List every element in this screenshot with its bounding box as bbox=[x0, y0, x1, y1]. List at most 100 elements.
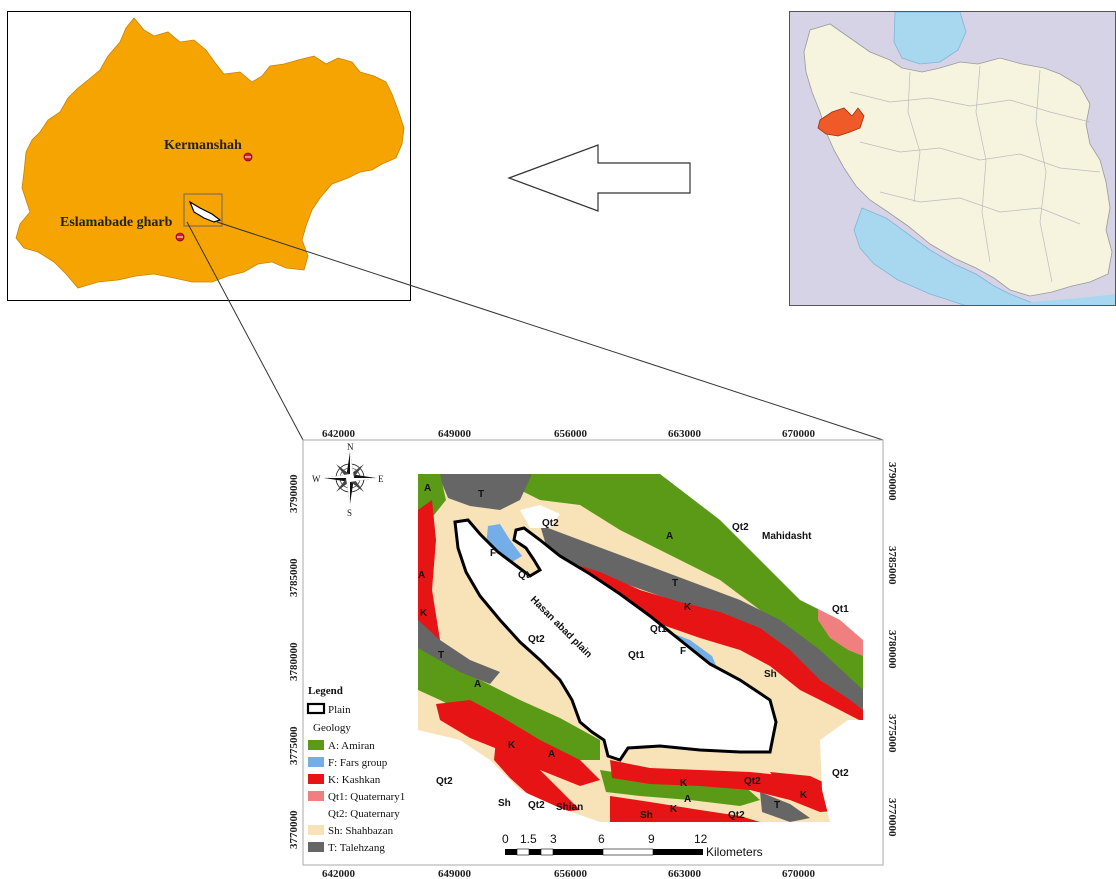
legend-swatch bbox=[308, 791, 324, 801]
legend-label: F: Fars group bbox=[328, 757, 388, 769]
unit-label-qt1-center-top: Qt1 bbox=[650, 624, 667, 635]
y-tick-right-3780000: 3780000 bbox=[886, 630, 898, 669]
iran-land bbox=[803, 23, 1113, 297]
legend-label: K: Kashkan bbox=[328, 774, 381, 786]
iran-map-svg bbox=[790, 12, 1115, 305]
unit-label-t-nw: T bbox=[478, 489, 484, 500]
unit-talehzang-se bbox=[760, 792, 810, 822]
scale-label-9: 9 bbox=[648, 832, 655, 846]
y-tick-left-3770000: 3770000 bbox=[288, 810, 300, 849]
province-shape bbox=[15, 17, 405, 289]
x-tick-top-663000: 663000 bbox=[668, 428, 702, 440]
unit-label-f-center: F bbox=[680, 646, 686, 657]
scale-label-3: 3 bbox=[550, 832, 557, 846]
place-label-shian: Shian bbox=[556, 802, 583, 813]
unit-kashkan-s bbox=[610, 760, 810, 800]
geology-units bbox=[418, 474, 863, 822]
gulf-of-oman bbox=[1030, 294, 1115, 305]
scale-label-0: 0 bbox=[502, 832, 509, 846]
unit-label-k-ne: K bbox=[684, 602, 692, 613]
unit-label-k-s2: K bbox=[670, 804, 678, 815]
unit-label-qt2-ne: Qt2 bbox=[732, 522, 749, 533]
legend-label: Qt2: Quaternary bbox=[328, 808, 400, 820]
legend-label: Qt1: Quaternary1 bbox=[328, 791, 405, 803]
unit-label-qt2-shian: Qt2 bbox=[528, 800, 545, 811]
scale-label-12: 12 bbox=[694, 832, 708, 846]
unit-label-sh-east: Sh bbox=[764, 669, 777, 680]
scale-bar: 0 1.5 3 6 9 12 Kilometers bbox=[502, 832, 763, 859]
y-tick-right-3785000: 3785000 bbox=[886, 546, 898, 585]
unit-label-qt2-north: Qt2 bbox=[542, 518, 559, 529]
plain-location-box bbox=[183, 193, 223, 227]
compass-rose-icon: N S E W bbox=[312, 442, 384, 518]
unit-kashkan-ne bbox=[560, 560, 863, 722]
x-tick-bottom-656000: 656000 bbox=[554, 868, 588, 879]
scale-label-6: 6 bbox=[598, 832, 605, 846]
unit-kashkan-sw2 bbox=[494, 740, 580, 812]
x-tick-top-642000: 642000 bbox=[322, 428, 356, 440]
legend-swatch bbox=[308, 825, 324, 835]
unit-talehzang-ne bbox=[540, 525, 863, 710]
plain-outline bbox=[453, 518, 778, 762]
unit-qt2-southwest bbox=[418, 730, 600, 822]
unit-label-a-s: A bbox=[548, 749, 555, 760]
y-tick-right-3770000: 3770000 bbox=[886, 798, 898, 837]
unit-label-k-se: K bbox=[800, 790, 808, 801]
province-map: Kermanshah Eslamabade gharb bbox=[7, 11, 411, 301]
province-map-svg: Kermanshah Eslamabade gharb bbox=[15, 17, 405, 289]
unit-kashkan-sw bbox=[436, 700, 600, 786]
legend-label-geology: Geology bbox=[313, 722, 351, 734]
unit-label-sh-s: Sh bbox=[640, 810, 653, 821]
city-marker-eslamabad bbox=[175, 232, 185, 242]
x-tick-bottom-670000: 670000 bbox=[782, 868, 816, 879]
legend-swatch bbox=[308, 757, 324, 767]
city-label-kermanshah: Kermanshah bbox=[164, 138, 242, 153]
unit-label-qt1-east: Qt1 bbox=[832, 604, 849, 615]
y-tick-right-3790000: 3790000 bbox=[886, 462, 898, 501]
legend-swatch-plain bbox=[306, 702, 326, 715]
unit-label-t-ne: T bbox=[672, 578, 678, 589]
unit-qt2-southeast bbox=[820, 720, 863, 822]
unit-kashkan-s2 bbox=[610, 796, 760, 822]
unit-label-qt-nw: Qt bbox=[518, 570, 530, 581]
y-tick-left-3790000: 3790000 bbox=[288, 474, 300, 513]
y-tick-left-3775000: 3775000 bbox=[288, 726, 300, 765]
unit-label-f-nw: F bbox=[490, 548, 496, 559]
legend-swatch bbox=[308, 842, 324, 852]
y-tick-right-3775000: 3775000 bbox=[886, 714, 898, 753]
unit-talehzang-w bbox=[418, 620, 500, 684]
unit-label-a-sw: A bbox=[474, 679, 481, 690]
unit-label-a-nw: A bbox=[424, 483, 431, 494]
unit-label-a-w: A bbox=[418, 570, 425, 581]
x-tick-bottom-663000: 663000 bbox=[668, 868, 702, 879]
y-tick-left-3785000: 3785000 bbox=[288, 558, 300, 597]
x-tick-top-649000: 649000 bbox=[438, 428, 472, 440]
x-tick-bottom-642000: 642000 bbox=[322, 868, 356, 879]
iran-map bbox=[789, 11, 1116, 306]
compass-w: W bbox=[312, 474, 321, 484]
place-label-mahidasht: Mahidasht bbox=[762, 531, 812, 542]
unit-label-sh-sw: Sh bbox=[498, 798, 511, 809]
legend-label: A: Amiran bbox=[328, 740, 375, 752]
arrow-left-icon bbox=[507, 144, 691, 212]
legend-label-plain: Plain bbox=[328, 704, 351, 716]
unit-label-qt2-sw: Qt2 bbox=[436, 776, 453, 787]
city-marker-kermanshah bbox=[243, 152, 253, 162]
unit-label-qt1-center: Qt1 bbox=[628, 650, 645, 661]
unit-label-k-sw: K bbox=[508, 740, 516, 751]
city-label-eslamabad: Eslamabade gharb bbox=[60, 215, 173, 230]
y-tick-left-3780000: 3780000 bbox=[288, 642, 300, 681]
unit-label-a-ne: A bbox=[666, 531, 673, 542]
unit-label-t-w: T bbox=[438, 650, 444, 661]
legend-title: Legend bbox=[308, 685, 343, 697]
unit-label-qt2-s: Qt2 bbox=[744, 776, 761, 787]
unit-label-qt2-plain: Qt2 bbox=[528, 634, 545, 645]
legend-label: T: Talehzang bbox=[328, 842, 385, 854]
compass-e: E bbox=[378, 474, 384, 484]
province-borders bbox=[849, 65, 1101, 283]
unit-talehzang-nw bbox=[438, 474, 532, 510]
legend-label: Sh: Shahbazan bbox=[328, 825, 394, 837]
compass-s: S bbox=[347, 508, 352, 518]
unit-label-t-se: T bbox=[774, 800, 780, 811]
